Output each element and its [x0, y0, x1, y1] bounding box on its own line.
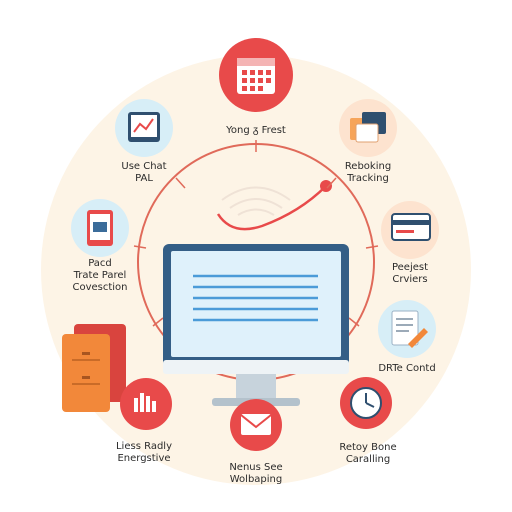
label-bottom: Nenus See Wolbaping [181, 462, 331, 486]
monitor-screen [171, 251, 341, 357]
label-top-right-line-1: Reboking [344, 161, 392, 172]
label-bottom-left-line-2: Energstive [117, 453, 171, 464]
envelope-icon [240, 414, 272, 435]
phone-icon [87, 210, 113, 246]
label-right: Peejest Crviers [335, 262, 485, 286]
signal-waves [221, 186, 291, 216]
label-right-lower: DRTe Contd [332, 363, 482, 375]
label-top-left-line-2: PAL [135, 173, 153, 184]
label-left-line-2: Trate Parel [73, 270, 127, 281]
document-pen-icon [391, 310, 428, 348]
spoke-top-left [175, 177, 186, 189]
bar-chart-icon [134, 393, 156, 412]
monitor-chin [163, 360, 349, 374]
computer-monitor [163, 244, 349, 406]
label-top-left: Use Chat PAL [69, 161, 219, 185]
label-bottom-right: Retoy Bone Caralling [293, 442, 443, 466]
label-top-left-line-1: Use Chat [121, 161, 167, 172]
label-right-line-1: Peejest [391, 262, 429, 273]
tablet-chart-icon [128, 112, 160, 142]
label-top-line-1: Yong ᵹ Frest [226, 125, 286, 136]
calendar-icon [237, 58, 275, 94]
node-bottom-left [120, 378, 172, 430]
credit-card-icon [391, 213, 431, 241]
monitor-neck [236, 374, 276, 400]
label-left: Pacd Trate Parel Covesction [25, 258, 175, 294]
spoke-left [133, 245, 147, 249]
label-right-lower-line-1: DRTe Contd [378, 363, 436, 374]
clock-icon [350, 387, 382, 419]
node-top [219, 38, 293, 112]
label-left-line-1: Pacd [88, 258, 112, 269]
label-top: Yong ᵹ Frest [181, 125, 331, 137]
node-bottom-right [340, 377, 392, 429]
label-bottom-right-line-1: Retoy Bone [339, 442, 397, 453]
spoke-top-right [326, 177, 337, 189]
swoosh-line [216, 185, 327, 231]
label-bottom-line-1: Nenus See [229, 462, 283, 473]
node-right-lower [378, 300, 436, 358]
node-right [381, 201, 439, 259]
file-cabinet-illustration [62, 324, 126, 412]
spokes [133, 140, 379, 327]
label-top-right: Reboking Tracking [293, 161, 443, 185]
label-right-line-2: Crviers [392, 274, 428, 285]
screen-text-lines [193, 274, 318, 322]
label-bottom-left-line-1: Liess Radly [115, 441, 172, 452]
spoke-right-lower [348, 317, 360, 327]
cards-icon [350, 112, 386, 143]
node-bottom [230, 399, 282, 451]
label-bottom-left: Liess Radly Energstive [69, 441, 219, 465]
label-top-right-line-2: Tracking [347, 173, 389, 184]
label-bottom-right-line-2: Caralling [345, 454, 391, 465]
node-left [71, 199, 129, 257]
label-left-line-3: Covesction [72, 282, 128, 293]
ring-dot [320, 180, 332, 192]
label-bottom-line-2: Wolbaping [229, 474, 283, 485]
spoke-left-lower [152, 317, 164, 327]
spoke-right [365, 245, 379, 249]
node-top-left [115, 99, 173, 157]
node-top-right [339, 99, 397, 157]
